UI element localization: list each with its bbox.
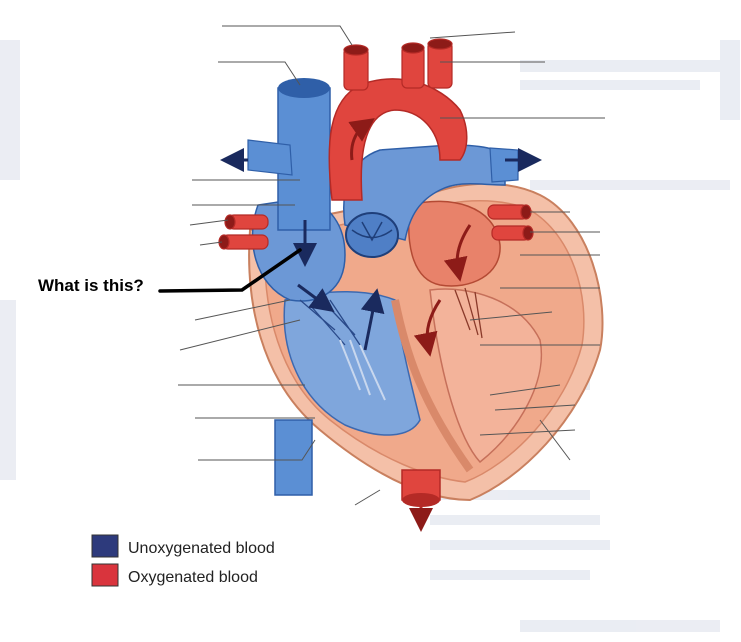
legend-label-unoxygenated: Unoxygenated blood <box>128 539 275 557</box>
legend: Unoxygenated blood Oxygenated blood <box>92 534 275 592</box>
right-pulmonary-artery <box>247 139 293 176</box>
mitral-valve <box>454 287 483 339</box>
tricuspid-valve <box>299 297 361 346</box>
left-atrium <box>408 200 501 287</box>
legend-swatch-oxygenated <box>91 563 119 587</box>
pulmonary-valve <box>345 212 399 258</box>
left-ventricle <box>429 288 542 464</box>
question-label: What is this? <box>38 276 144 295</box>
legend-item-unoxygenated: Unoxygenated blood <box>92 534 275 563</box>
inferior-vena-cava <box>274 419 313 496</box>
descending-aorta-opening <box>402 493 440 507</box>
aortic-arch-branches <box>343 38 453 91</box>
septum <box>391 299 474 473</box>
flow-arrows <box>220 118 542 532</box>
chordae-tendineae <box>339 339 386 401</box>
aorta <box>328 78 468 201</box>
leader-lines <box>178 25 605 506</box>
superior-vena-cava-opening <box>278 78 330 98</box>
legend-item-oxygenated: Oxygenated blood <box>92 563 275 592</box>
background-faint-text <box>0 40 740 632</box>
left-pulmonary-veins <box>487 204 534 241</box>
left-pulmonary-artery <box>489 147 519 183</box>
question-pointer-line <box>158 248 302 293</box>
pulmonary-valve-cusps <box>351 221 393 242</box>
right-pulmonary-veins <box>218 214 269 250</box>
legend-label-oxygenated: Oxygenated blood <box>128 568 258 586</box>
legend-swatch-unoxygenated <box>91 534 119 558</box>
